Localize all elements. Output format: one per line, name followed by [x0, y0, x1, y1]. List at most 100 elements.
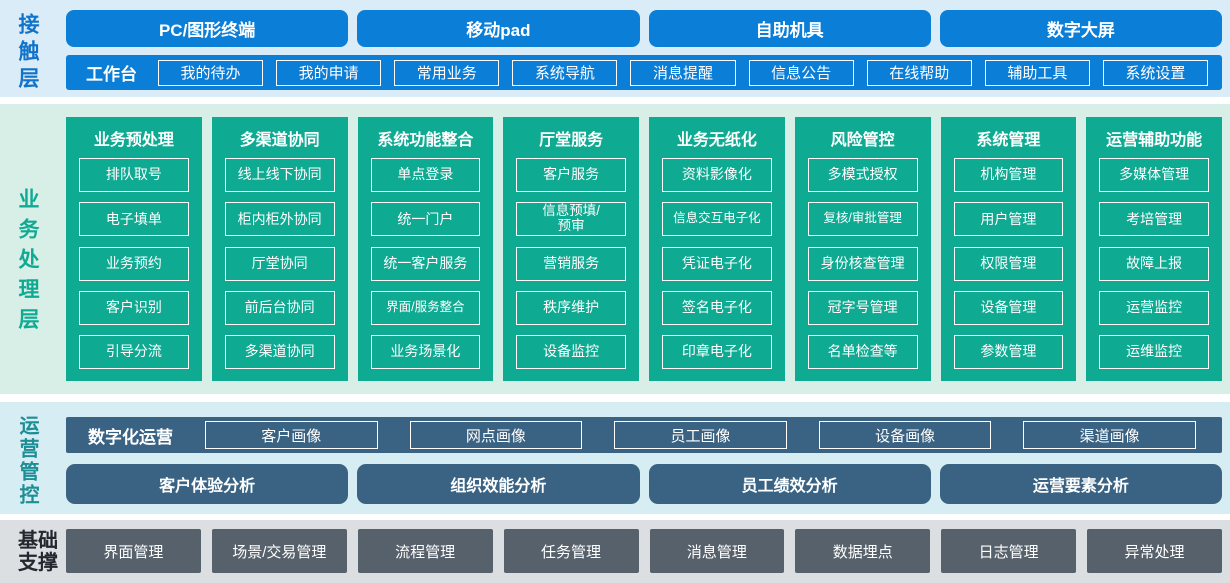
workbench-item: 系统设置: [1102, 59, 1208, 86]
digital-ops-item: 设备画像: [818, 421, 992, 449]
analysis-button: 客户体验分析: [66, 464, 349, 504]
business-item: 身份核查管理: [807, 246, 918, 281]
business-item: 设备管理: [953, 290, 1064, 325]
business-item: 运营监控: [1099, 290, 1209, 325]
business-item: 用户管理: [953, 202, 1064, 237]
business-column-items: 多模式授权复核/审批管理身份核查管理冠字号管理名单检查等: [807, 158, 918, 369]
business-item: 统一客户服务: [370, 246, 481, 281]
business-item: 秩序维护: [516, 290, 626, 325]
business-column-title: 厅堂服务: [539, 132, 604, 149]
business-item: 信息预填/ 预审: [516, 202, 626, 237]
business-column: 风险管控多模式授权复核/审批管理身份核查管理冠字号管理名单检查等: [794, 117, 931, 381]
analysis-button: 员工绩效分析: [648, 464, 931, 504]
business-item: 业务预约: [79, 246, 189, 281]
channel-button: 自助机具: [648, 10, 931, 47]
digital-ops-item: 客户画像: [205, 421, 378, 449]
business-item: 机构管理: [953, 158, 1064, 192]
workbench-item: 常用业务: [394, 59, 500, 86]
business-column-title: 运营辅助功能: [1106, 132, 1203, 149]
business-item: 线上线下协同: [224, 158, 335, 192]
foundation-item: 日志管理: [941, 529, 1077, 573]
analysis-row: 客户体验分析组织效能分析员工绩效分析运营要素分析: [66, 464, 1222, 504]
digital-ops-item: 网点画像: [409, 421, 583, 449]
business-column-items: 线上线下协同柜内柜外协同厅堂协同前后台协同多渠道协同: [224, 158, 335, 369]
business-column-items: 机构管理用户管理权限管理设备管理参数管理: [953, 158, 1064, 369]
business-column-items: 单点登录统一门户统一客户服务界面/服务整合业务场景化: [370, 158, 481, 369]
business-item: 考培管理: [1099, 202, 1209, 237]
business-column: 业务无纸化资料影像化信息交互电子化凭证电子化签名电子化印章电子化: [649, 117, 785, 381]
business-item: 客户识别: [79, 290, 189, 325]
business-column: 业务预处理排队取号电子填单业务预约客户识别引导分流: [66, 117, 202, 381]
business-column-title: 业务无纸化: [676, 132, 757, 149]
channel-button: 数字大屏: [939, 10, 1222, 47]
workbench-item: 在线帮助: [866, 59, 972, 86]
analysis-button: 组织效能分析: [357, 464, 640, 504]
foundation-row: 界面管理场景/交易管理流程管理任务管理消息管理数据埋点日志管理异常处理: [66, 529, 1222, 573]
business-item: 权限管理: [953, 246, 1064, 281]
business-item: 名单检查等: [807, 335, 918, 369]
foundation-item: 场景/交易管理: [211, 529, 347, 573]
digital-ops-item: 员工画像: [614, 421, 787, 449]
business-columns: 业务预处理排队取号电子填单业务预约客户识别引导分流多渠道协同线上线下协同柜内柜外…: [66, 117, 1222, 381]
digital-ops-label: 数字化运营: [88, 427, 173, 447]
business-column-title: 业务预处理: [93, 132, 174, 149]
business-column-title: 风险管控: [830, 132, 895, 149]
business-item: 设备监控: [516, 335, 626, 369]
business-item: 客户服务: [516, 158, 626, 192]
workbench-item: 辅助工具: [984, 59, 1090, 86]
business-item: 参数管理: [953, 335, 1064, 369]
contact-layer-label: 接触层: [16, 13, 39, 94]
business-column: 系统管理机构管理用户管理权限管理设备管理参数管理: [940, 117, 1077, 381]
workbench-item: 信息公告: [748, 59, 854, 86]
channel-button: 移动pad: [357, 10, 640, 47]
business-item: 前后台协同: [224, 290, 335, 325]
business-item: 复核/审批管理: [807, 202, 918, 237]
business-item: 信息交互电子化: [662, 202, 772, 237]
business-item: 单点登录: [370, 158, 481, 192]
workbench-bar: 工作台 我的待办我的申请常用业务系统导航消息提醒信息公告在线帮助辅助工具系统设置: [66, 55, 1222, 90]
business-item: 冠字号管理: [807, 290, 918, 325]
digital-ops-item: 渠道画像: [1023, 421, 1196, 449]
business-item: 运维监控: [1099, 335, 1209, 369]
foundation-layer-label: 基础支撑: [18, 530, 58, 574]
business-item: 厅堂协同: [224, 246, 335, 281]
business-item: 签名电子化: [662, 290, 772, 325]
business-item: 多模式授权: [807, 158, 918, 192]
workbench-item: 系统导航: [512, 59, 618, 86]
business-item: 多渠道协同: [224, 335, 335, 369]
business-column-items: 多媒体管理考培管理故障上报运营监控运维监控: [1099, 158, 1209, 369]
business-column-items: 排队取号电子填单业务预约客户识别引导分流: [79, 158, 189, 369]
workbench-item: 消息提醒: [630, 59, 736, 86]
foundation-item: 流程管理: [357, 529, 493, 573]
business-column-items: 客户服务信息预填/ 预审营销服务秩序维护设备监控: [516, 158, 626, 369]
business-item: 营销服务: [516, 246, 626, 281]
workbench-label: 工作台: [86, 65, 137, 84]
business-item: 统一门户: [370, 202, 481, 237]
operations-layer-band: 运营管控 数字化运营 客户画像 网点画像 员工画像 设备画像 渠道画像 客户体验分析组织…: [0, 402, 1230, 514]
foundation-layer-band: 基础支撑 界面管理场景/交易管理流程管理任务管理消息管理数据埋点日志管理异常处理: [0, 520, 1230, 583]
operations-layer-label: 运营管控: [16, 415, 38, 507]
business-item: 业务场景化: [370, 335, 481, 369]
business-column: 运营辅助功能多媒体管理考培管理故障上报运营监控运维监控: [1086, 117, 1222, 381]
foundation-item: 异常处理: [1087, 529, 1222, 573]
business-item: 引导分流: [79, 335, 189, 369]
channel-button: PC/图形终端: [66, 10, 349, 47]
business-column-items: 资料影像化信息交互电子化凭证电子化签名电子化印章电子化: [662, 158, 772, 369]
business-layer-label: 业务处理层: [16, 188, 39, 338]
business-column-title: 系统功能整合: [377, 132, 474, 149]
business-column-title: 多渠道协同: [239, 132, 320, 149]
business-item: 故障上报: [1099, 246, 1209, 281]
business-item: 资料影像化: [662, 158, 772, 192]
analysis-button: 运营要素分析: [939, 464, 1222, 504]
business-layer-band: 业务处理层 业务预处理排队取号电子填单业务预约客户识别引导分流多渠道协同线上线下…: [0, 104, 1230, 394]
business-item: 多媒体管理: [1099, 158, 1209, 192]
business-item: 界面/服务整合: [370, 290, 481, 325]
business-item: 印章电子化: [662, 335, 772, 369]
business-column: 厅堂服务客户服务信息预填/ 预审营销服务秩序维护设备监控: [503, 117, 639, 381]
business-item: 排队取号: [79, 158, 189, 192]
business-item: 柜内柜外协同: [224, 202, 335, 237]
foundation-item: 数据埋点: [795, 529, 931, 573]
foundation-item: 任务管理: [503, 529, 639, 573]
